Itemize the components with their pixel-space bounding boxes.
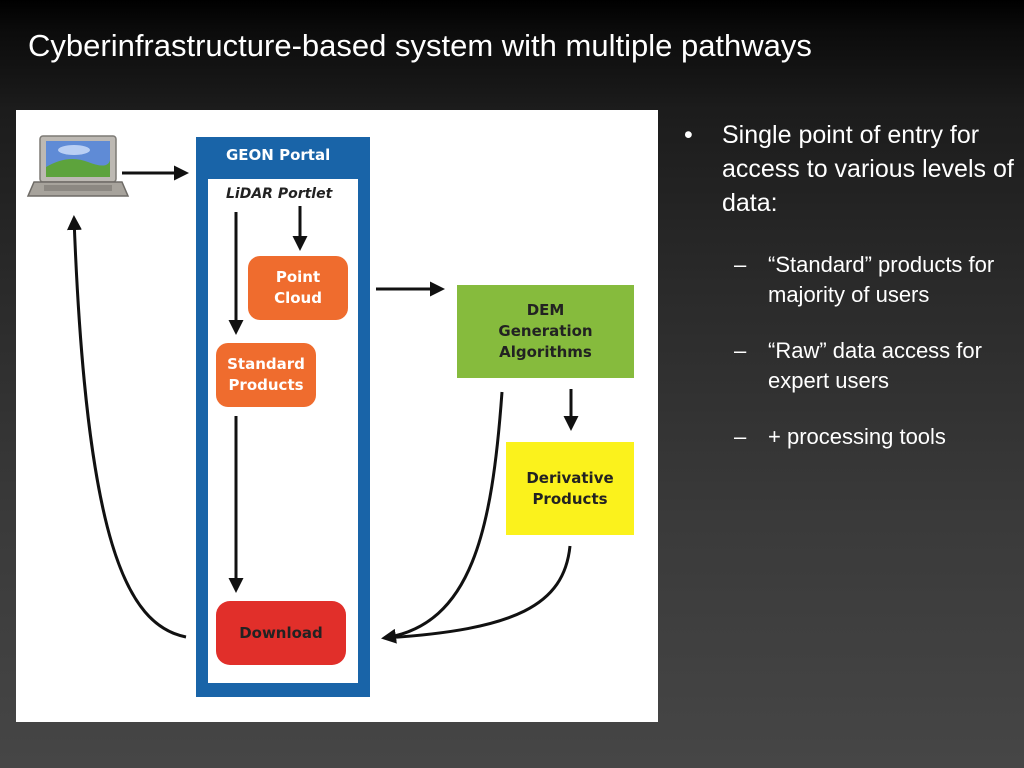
sub-bullet-list: – “Standard” products for majority of us… — [684, 250, 1014, 452]
sub-bullet: – + processing tools — [684, 422, 1014, 452]
dem-generation-box: DEM Generation Algorithms — [457, 285, 634, 378]
sub-bullet-text: + processing tools — [768, 424, 946, 449]
sub-bullet: – “Raw” data access for expert users — [684, 336, 1014, 396]
bullet-list: • Single point of entry for access to va… — [684, 118, 1014, 478]
workflow-diagram: GEON Portal LiDAR Portlet Point Cloud St… — [16, 110, 658, 722]
point-cloud-label: Point Cloud — [274, 268, 322, 307]
lidar-portlet-label: LiDAR Portlet — [226, 186, 333, 202]
sub-bullet-text: “Standard” products for majority of user… — [768, 252, 995, 307]
laptop-icon — [26, 135, 130, 197]
sub-bullet-marker: – — [734, 338, 747, 363]
sub-bullet-marker: – — [734, 424, 747, 449]
download-box: Download — [216, 601, 346, 665]
point-cloud-box: Point Cloud — [248, 256, 348, 320]
diagram-canvas — [26, 135, 130, 197]
slide-title: Cyberinfrastructure-based system with mu… — [28, 28, 812, 63]
dem-generation-label: DEM Generation Algorithms — [498, 301, 593, 361]
sub-bullet-marker: – — [734, 252, 747, 277]
download-label: Download — [239, 623, 323, 642]
derivative-products-label: Derivative Products — [526, 468, 614, 508]
derivative-products-box: Derivative Products — [506, 442, 634, 535]
bullet-marker: • — [684, 121, 693, 149]
standard-products-box: Standard Products — [216, 343, 316, 407]
standard-products-label: Standard Products — [227, 355, 305, 394]
main-bullet-text: Single point of entry for access to vari… — [722, 121, 1014, 217]
geon-portal-label: GEON Portal — [226, 146, 331, 164]
main-bullet: • Single point of entry for access to va… — [684, 118, 1014, 220]
sub-bullet: – “Standard” products for majority of us… — [684, 250, 1014, 310]
sub-bullet-text: “Raw” data access for expert users — [768, 338, 982, 393]
